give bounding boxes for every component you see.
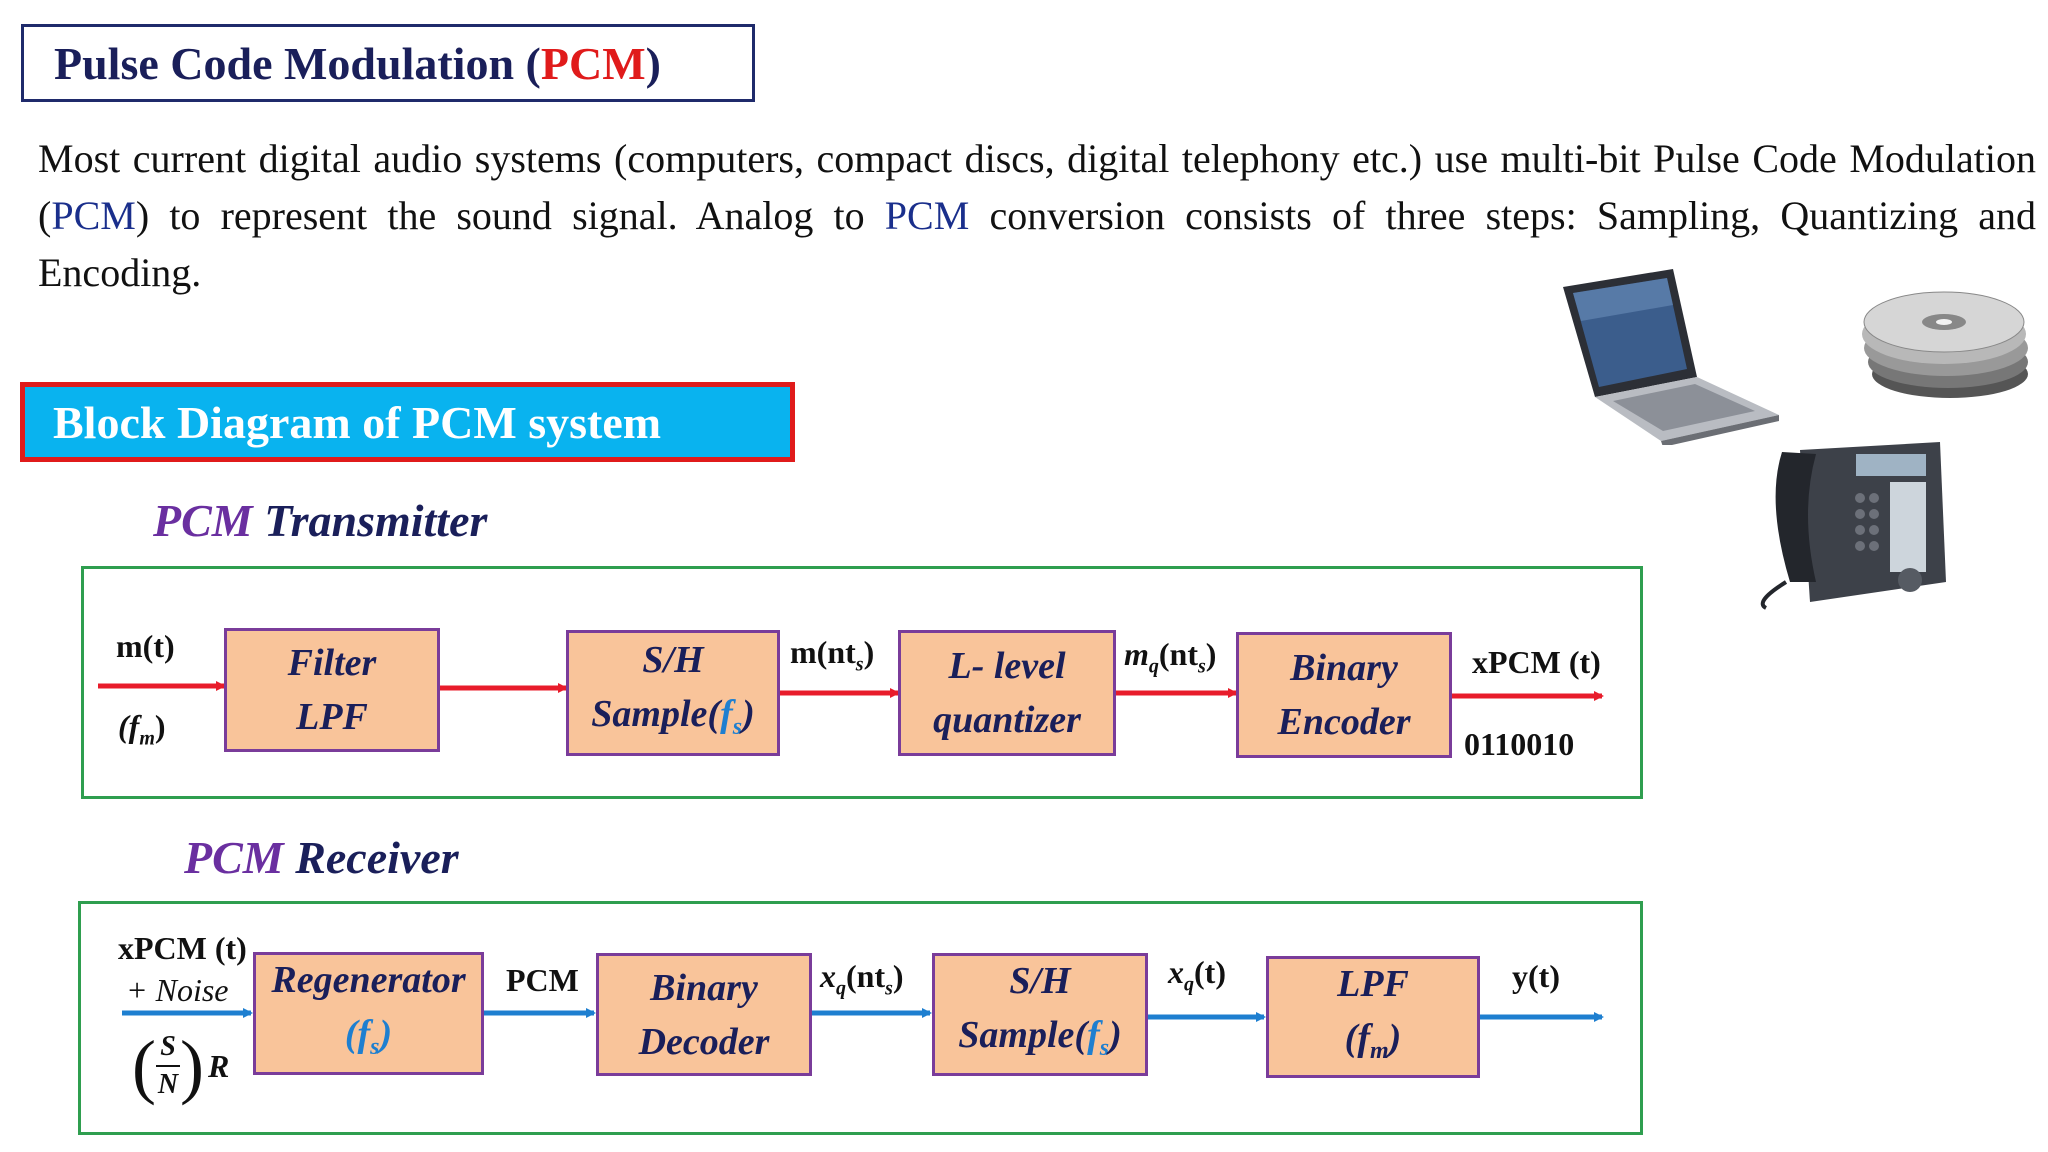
intro-text-3: conversion consists of three steps: Samp… bbox=[38, 193, 2036, 295]
transmitter-frame bbox=[81, 566, 1643, 799]
rx-sh-line1: S/H bbox=[1009, 960, 1071, 1002]
page-title-suffix: ) bbox=[645, 37, 661, 89]
rx-snr-suffix: R bbox=[207, 1047, 230, 1084]
rx-regen-line1: Regenerator bbox=[271, 959, 466, 1001]
rx-regenerator-block: Regenerator (fs) bbox=[253, 952, 484, 1075]
page-title: Pulse Code Modulation (PCM) bbox=[21, 24, 755, 102]
receiver-frame bbox=[78, 901, 1643, 1135]
tx-encoder-line2: Encoder bbox=[1277, 701, 1411, 743]
laptop-icon bbox=[1563, 269, 1779, 445]
tx-input-signal-label: m(t) bbox=[116, 628, 175, 664]
tx-quantizer-line1: L- level bbox=[948, 645, 1066, 687]
rx-held-signal-label: xq(t) bbox=[1168, 954, 1226, 996]
transmitter-heading-acronym: PCM bbox=[153, 495, 253, 546]
intro-text-2: ) to represent the sound signal. Analog … bbox=[135, 193, 885, 238]
tx-sh-line2: Sample(fs) bbox=[591, 692, 755, 740]
cd-stack-icon bbox=[1862, 291, 2028, 398]
rx-regen-line2: (fs) bbox=[344, 1013, 393, 1060]
intro-paragraph: Most current digital audio systems (comp… bbox=[38, 130, 2036, 301]
tx-filter-lpf-block: Filter LPF bbox=[224, 628, 440, 752]
tx-encoder-line1: Binary bbox=[1290, 647, 1398, 689]
rx-snr-label: ( S N ) R bbox=[132, 1026, 230, 1106]
tx-quantizer-block: L- level quantizer bbox=[898, 630, 1116, 756]
tx-input-bandwidth-label: (fm) bbox=[118, 708, 166, 750]
section-header-label: Block Diagram of PCM system bbox=[53, 396, 662, 448]
rx-lpf-block: LPF (fm) bbox=[1266, 956, 1480, 1078]
rx-sh-line2: Sample(fs) bbox=[958, 1014, 1122, 1061]
rx-lpf-line1: LPF bbox=[1337, 962, 1409, 1005]
transmitter-heading: PCM Transmitter bbox=[153, 494, 487, 547]
rx-decoder-line2: Decoder bbox=[638, 1020, 770, 1063]
rx-noise-label: + Noise bbox=[126, 972, 229, 1008]
tx-output-bits-label: 0110010 bbox=[1464, 726, 1575, 762]
intro-acronym-1: PCM bbox=[51, 193, 136, 238]
rx-snr-denominator: N bbox=[157, 1069, 179, 1100]
rx-pcm-label: PCM bbox=[506, 962, 579, 998]
tx-sample-hold-block: S/H Sample(fs) bbox=[566, 630, 780, 756]
rx-sample-hold-block: S/H Sample(fs) bbox=[932, 953, 1148, 1076]
desk-phone-icon bbox=[1760, 442, 1946, 610]
page-title-acronym: PCM bbox=[540, 37, 646, 89]
rx-snr-numerator: S bbox=[160, 1031, 176, 1062]
rx-decoder-line1: Binary bbox=[650, 966, 758, 1009]
tx-output-signal-label: xPCM (t) bbox=[1472, 644, 1601, 680]
tx-filter-line1: Filter bbox=[287, 642, 377, 684]
receiver-heading: PCM Receiver bbox=[184, 831, 459, 884]
tx-filter-line2: LPF bbox=[296, 696, 368, 738]
tx-sh-line1: S/H bbox=[642, 638, 704, 681]
tx-binary-encoder-block: Binary Encoder bbox=[1236, 632, 1452, 758]
tx-quantized-signal-label: mq(nts) bbox=[1124, 636, 1217, 678]
receiver-heading-text: Receiver bbox=[283, 832, 459, 883]
rx-binary-decoder-block: Binary Decoder bbox=[596, 953, 812, 1076]
rx-input-signal-label: xPCM (t) bbox=[118, 930, 247, 966]
tx-quantizer-line2: quantizer bbox=[933, 699, 1081, 741]
section-header: Block Diagram of PCM system bbox=[20, 382, 795, 462]
rx-lpf-line2: (fm) bbox=[1344, 1016, 1402, 1064]
rx-decoded-signal-label: xq(nts) bbox=[820, 958, 904, 1000]
transmitter-heading-text: Transmitter bbox=[252, 495, 488, 546]
rx-output-signal-label: y(t) bbox=[1512, 958, 1560, 994]
tx-sampled-signal-label: m(nts) bbox=[790, 634, 875, 676]
intro-text-1: Most current digital audio systems (comp… bbox=[38, 136, 2036, 238]
intro-acronym-2: PCM bbox=[884, 193, 970, 238]
receiver-heading-acronym: PCM bbox=[184, 832, 284, 883]
page-title-prefix: Pulse Code Modulation ( bbox=[54, 37, 541, 89]
